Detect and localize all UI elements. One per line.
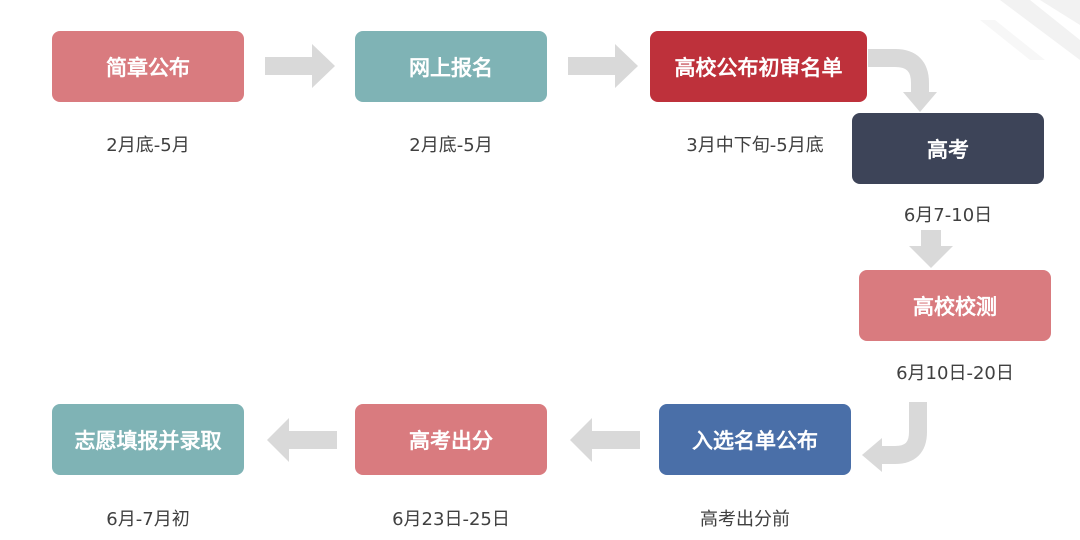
left-arrow-icon: [267, 418, 337, 462]
corner-decoration: [980, 0, 1080, 60]
step-box-gaokao: 高考: [852, 113, 1044, 184]
step-date: 3月中下旬-5月底: [686, 135, 824, 156]
right-arrow-icon: [265, 44, 335, 88]
curved-left-arrow-icon: [880, 402, 927, 464]
step-date: 6月7-10日: [903, 205, 993, 226]
step-box-brochure: 简章公布: [52, 31, 244, 102]
step-date: 2月底-5月: [409, 135, 493, 156]
right-arrow-icon: [568, 44, 638, 88]
step-box-initial-review-list: 高校公布初审名单: [650, 31, 867, 102]
step-date: 高考出分前: [700, 509, 790, 530]
step-box-score-release: 高考出分: [355, 404, 547, 475]
step-box-online-registration: 网上报名: [355, 31, 547, 102]
step-date: 6月23日-25日: [392, 509, 510, 530]
step-box-selected-list: 入选名单公布: [659, 404, 851, 475]
left-arrow-icon: [570, 418, 640, 462]
step-date: 6月10日-20日: [896, 363, 1014, 384]
down-arrow-icon: [909, 230, 953, 268]
step-box-application-admission: 志愿填报并录取: [52, 404, 244, 475]
step-date: 2月底-5月: [106, 135, 190, 156]
curved-down-arrow-icon: [868, 49, 929, 94]
step-date: 6月-7月初: [106, 509, 190, 530]
step-box-school-test: 高校校测: [859, 270, 1051, 341]
